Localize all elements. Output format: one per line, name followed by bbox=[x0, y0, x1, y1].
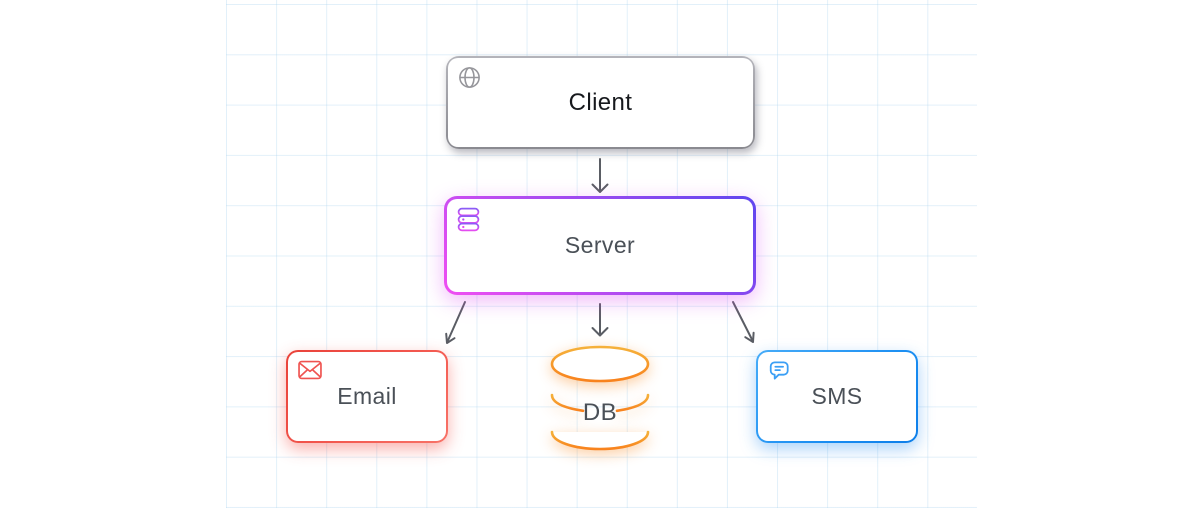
globe-icon bbox=[458, 66, 481, 89]
edge-server-email-arrow bbox=[445, 301, 466, 344]
node-server-body: Server bbox=[446, 198, 754, 293]
node-db-cylinder[interactable] bbox=[540, 337, 660, 459]
node-client[interactable]: Client bbox=[446, 56, 755, 149]
edge-server-db-arrow bbox=[591, 303, 609, 337]
node-sms-body: SMS bbox=[758, 352, 916, 441]
node-server-label: Server bbox=[564, 232, 636, 258]
node-client-body: Client bbox=[448, 58, 753, 147]
node-client-label: Client bbox=[568, 88, 633, 116]
node-sms-label: SMS bbox=[811, 383, 863, 409]
server-stack-icon bbox=[457, 207, 480, 232]
envelope-icon bbox=[298, 360, 322, 380]
node-db-label: DB bbox=[582, 399, 618, 426]
node-server[interactable]: Server bbox=[444, 196, 756, 295]
node-email[interactable]: Email bbox=[286, 350, 448, 443]
edge-client-server-arrow bbox=[591, 158, 609, 193]
node-email-label: Email bbox=[337, 383, 397, 409]
node-sms[interactable]: SMS bbox=[756, 350, 918, 443]
chat-bubble-icon bbox=[768, 360, 790, 381]
edge-server-sms-arrow bbox=[732, 301, 755, 343]
node-email-body: Email bbox=[288, 352, 446, 441]
